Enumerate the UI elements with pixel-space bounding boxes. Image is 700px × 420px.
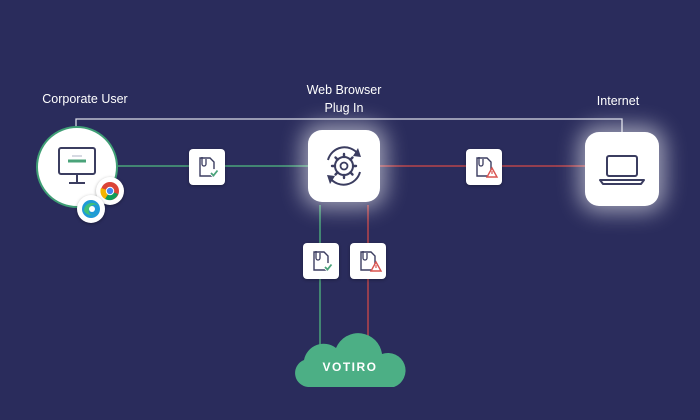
gear-sync-icon [327, 146, 361, 186]
safe-file-tile-bottom [303, 243, 339, 279]
votiro-label: VOTIRO [322, 360, 378, 374]
file-warning-icon [476, 157, 499, 178]
file-check-icon [199, 157, 219, 177]
plugin-label-line2: Plug In [324, 101, 364, 115]
internet-node [585, 132, 659, 206]
threat-file-tile-right [466, 149, 502, 185]
laptop-icon [599, 155, 645, 185]
votiro-cloud [295, 333, 406, 387]
internet-label: Internet [596, 94, 640, 108]
file-check-icon [313, 251, 333, 271]
plugin-node [308, 130, 380, 202]
monitor-icon [58, 147, 96, 184]
edge-icon [77, 195, 105, 223]
plugin-label-line1: Web Browser [306, 83, 382, 97]
safe-file-tile-top [189, 149, 225, 185]
corporate-user-label: Corporate User [42, 92, 128, 106]
file-warning-icon [360, 251, 383, 272]
threat-file-tile-bottom [350, 243, 386, 279]
